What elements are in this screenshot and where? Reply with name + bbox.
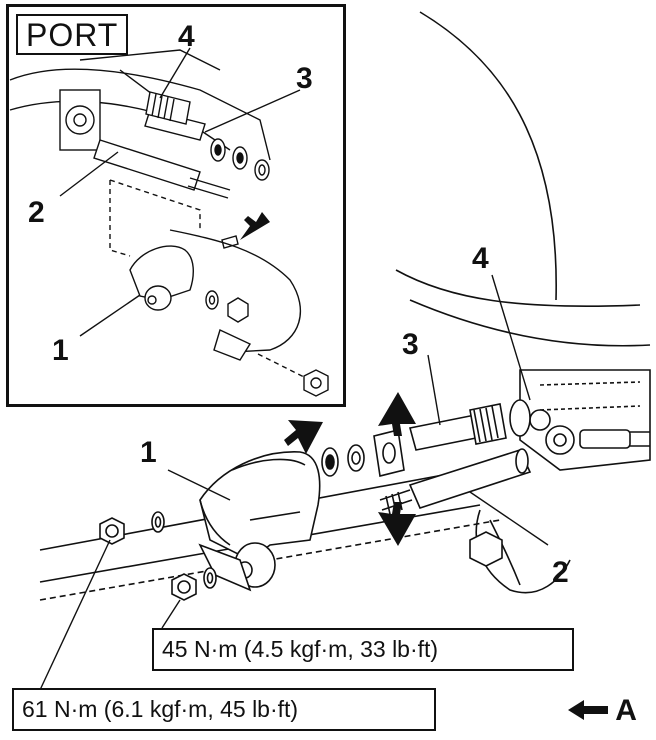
engine-cowl-edge bbox=[409, 299, 651, 347]
view-a-indicator: A bbox=[568, 694, 637, 729]
nut-left-lower bbox=[171, 573, 197, 601]
main-callout-1: 1 bbox=[140, 436, 157, 469]
inset-view bbox=[8, 6, 344, 405]
main-view bbox=[39, 11, 651, 601]
main-callout-4: 4 bbox=[472, 242, 489, 275]
washer-left-upper bbox=[151, 511, 165, 533]
hex-nut-right bbox=[469, 531, 503, 567]
inset-rod bbox=[93, 139, 201, 191]
link-cover bbox=[198, 451, 321, 592]
inset-leaders bbox=[59, 47, 301, 337]
port-label: PORT bbox=[16, 14, 129, 55]
steering-rod bbox=[379, 448, 532, 515]
torque-label-lower: 61 N·m (6.1 kgf·m, 45 lb·ft) bbox=[12, 688, 436, 731]
arrow-cover bbox=[284, 420, 323, 454]
inset-arrow bbox=[240, 212, 270, 240]
arrow-shaft-bottom bbox=[378, 502, 416, 546]
threaded-shaft bbox=[409, 399, 531, 451]
bracket-housing bbox=[519, 369, 651, 471]
washer-left-lower bbox=[203, 567, 217, 589]
view-arrow-icon bbox=[568, 695, 608, 729]
engine-cowl-outline bbox=[419, 11, 557, 301]
washer-set bbox=[321, 429, 405, 477]
inset-callout-4: 4 bbox=[178, 20, 195, 53]
inset-callout-2: 2 bbox=[28, 196, 45, 229]
main-leaders bbox=[39, 274, 549, 691]
inset-callout-3: 3 bbox=[296, 62, 313, 95]
arrow-shaft-top bbox=[378, 392, 416, 436]
view-a-label: A bbox=[615, 694, 637, 727]
engine-cowl-lower bbox=[395, 269, 641, 307]
inset-cover bbox=[129, 245, 194, 301]
main-arrows bbox=[284, 392, 416, 546]
inset-callout-1: 1 bbox=[52, 334, 69, 367]
nut-left-upper bbox=[99, 517, 125, 545]
torque-label-upper: 45 N·m (4.5 kgf·m, 33 lb·ft) bbox=[152, 628, 574, 671]
main-callout-3: 3 bbox=[402, 328, 419, 361]
main-callout-2: 2 bbox=[552, 556, 569, 589]
